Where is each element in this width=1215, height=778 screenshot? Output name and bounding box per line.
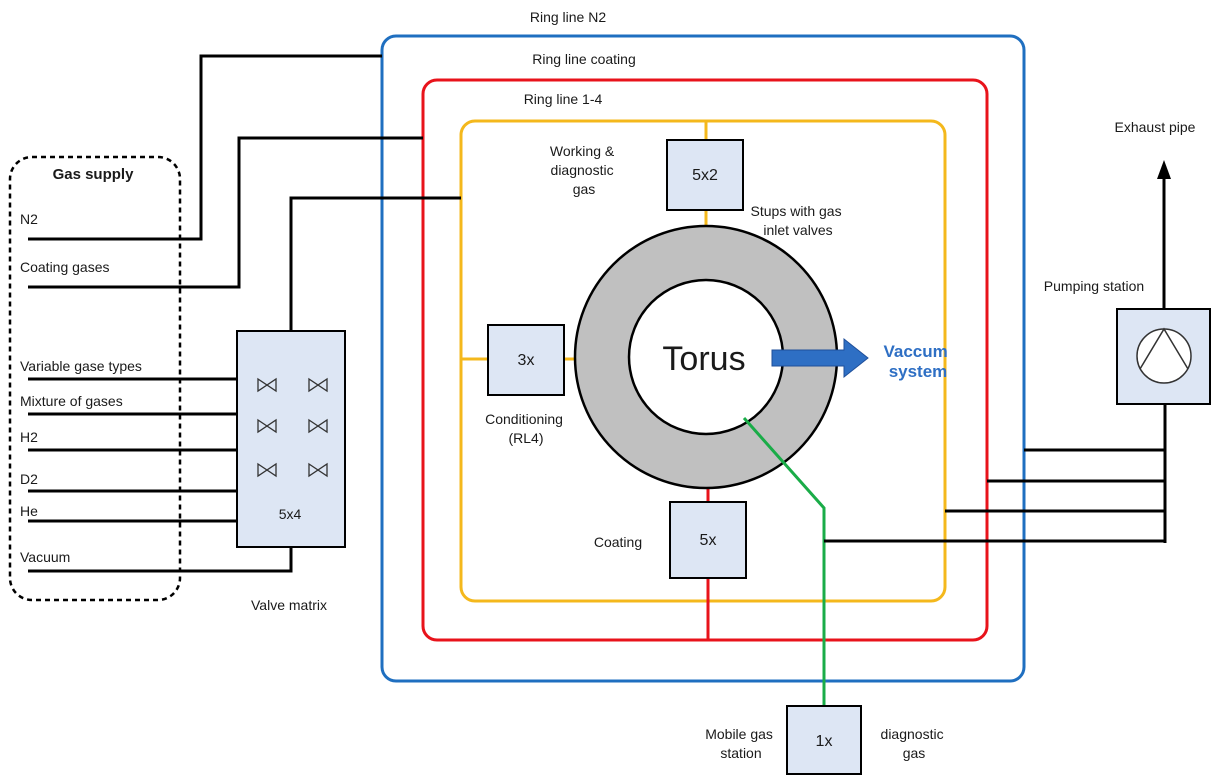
- stubs-caption: Stups with gas inlet valves: [751, 203, 846, 238]
- mobile-gas-box: [786, 705, 862, 775]
- ring-line-1-4-label: Ring line 1-4: [524, 91, 603, 107]
- gas-supply-box: [8, 155, 182, 602]
- diagnostic-gas-caption: diagnostic gas: [881, 726, 948, 761]
- valve-icons: [257, 377, 328, 478]
- gas-line-label-he: He: [20, 503, 38, 519]
- gas-line-label-vacuum: Vacuum: [20, 549, 70, 565]
- torus-label: Torus: [662, 340, 745, 378]
- mobile-gas-caption: Mobile gas station: [705, 726, 777, 761]
- gas-line-label-mixture: Mixture of gases: [20, 393, 123, 409]
- valve-icon: [257, 462, 277, 478]
- gas-line-label-coating: Coating gases: [20, 259, 110, 275]
- gas-line-label-n2: N2: [20, 211, 38, 227]
- conditioning-box-label: 3x: [518, 352, 535, 369]
- vacuum-line: [28, 547, 293, 573]
- vacuum-system-label: Vaccum system: [884, 342, 953, 381]
- gas-line-label-h2: H2: [20, 429, 38, 445]
- ring-line-1-4: [459, 119, 947, 603]
- ring-line-n2-label: Ring line N2: [530, 9, 606, 25]
- ring-line-coating: [421, 78, 989, 642]
- valve-icon: [308, 377, 328, 393]
- exhaust-arrow-icon: [1157, 160, 1171, 179]
- gas-line-label-d2: D2: [20, 471, 38, 487]
- valve-icon: [257, 418, 277, 434]
- valve-matrix-caption: Valve matrix: [251, 597, 327, 613]
- working-gas-box: [666, 139, 744, 211]
- ring-line-n2: [380, 34, 1026, 683]
- valve-icon: [257, 377, 277, 393]
- valve-icon: [308, 418, 328, 434]
- gas-supply-title: Gas supply: [53, 166, 135, 183]
- coating-box: [669, 501, 747, 579]
- valve-icon: [308, 462, 328, 478]
- pumping-station-label: Pumping station: [1044, 278, 1144, 294]
- pump-icon: [1136, 328, 1192, 384]
- conditioning-box: [487, 324, 565, 396]
- working-gas-box-label: 5x2: [692, 167, 718, 184]
- coating-caption: Coating: [594, 534, 642, 550]
- gas-line-label-variable: Variable gase types: [20, 358, 142, 374]
- ring-line-coating-label: Ring line coating: [532, 51, 636, 67]
- exhaust-pipe-label: Exhaust pipe: [1115, 119, 1196, 135]
- valve-matrix-box: [236, 330, 346, 548]
- mobile-gas-box-label: 1x: [816, 733, 833, 750]
- pump-icon-symbol: [1139, 327, 1189, 370]
- valve-matrix-box-label: 5x4: [279, 506, 302, 522]
- working-gas-caption: Working & diagnostic gas: [550, 143, 618, 197]
- coating-gas-line: [28, 136, 423, 289]
- conditioning-caption: Conditioning (RL4): [485, 411, 567, 446]
- vacuum-arrow: [771, 337, 869, 379]
- coating-box-label: 5x: [700, 532, 717, 549]
- mobile-gas-line: [742, 417, 826, 706]
- n2-line: [28, 54, 382, 241]
- matrix-output-line: [289, 196, 461, 331]
